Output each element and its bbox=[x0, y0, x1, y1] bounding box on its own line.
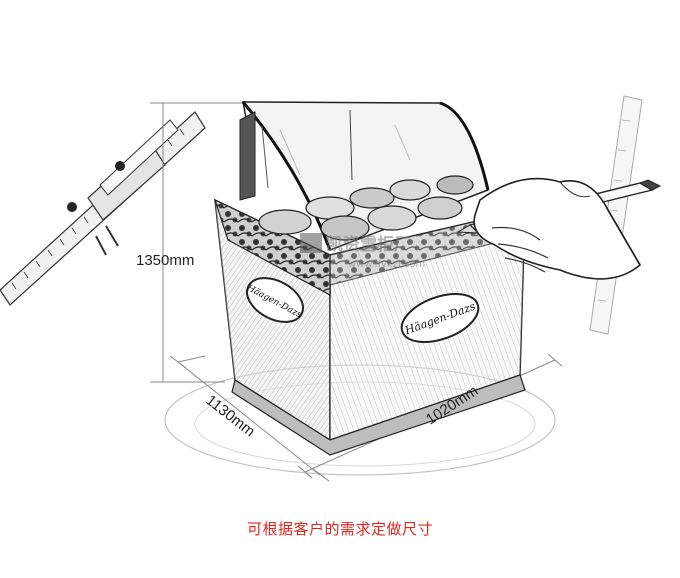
custom-size-caption: 可根据客户的需求定做尺寸 bbox=[246, 520, 433, 538]
depth-dimension-line bbox=[169, 355, 330, 482]
height-dimension-line bbox=[150, 102, 243, 383]
svg-text:www.lfykzl.com: www.lfykzl.com bbox=[348, 259, 425, 270]
hand-with-pencil bbox=[456, 177, 662, 280]
ice-cream-freezer: Häagen-Dazs Häagen-Dazs bbox=[213, 101, 526, 456]
watermark: 凯资雪柜厂 www.lfykzl.com bbox=[300, 233, 425, 270]
svg-text:凯资雪柜厂: 凯资雪柜厂 bbox=[326, 234, 411, 255]
height-label: 1350mm bbox=[136, 252, 194, 269]
caliper-ruler bbox=[0, 111, 206, 306]
ice-cream-tubs bbox=[258, 175, 474, 241]
